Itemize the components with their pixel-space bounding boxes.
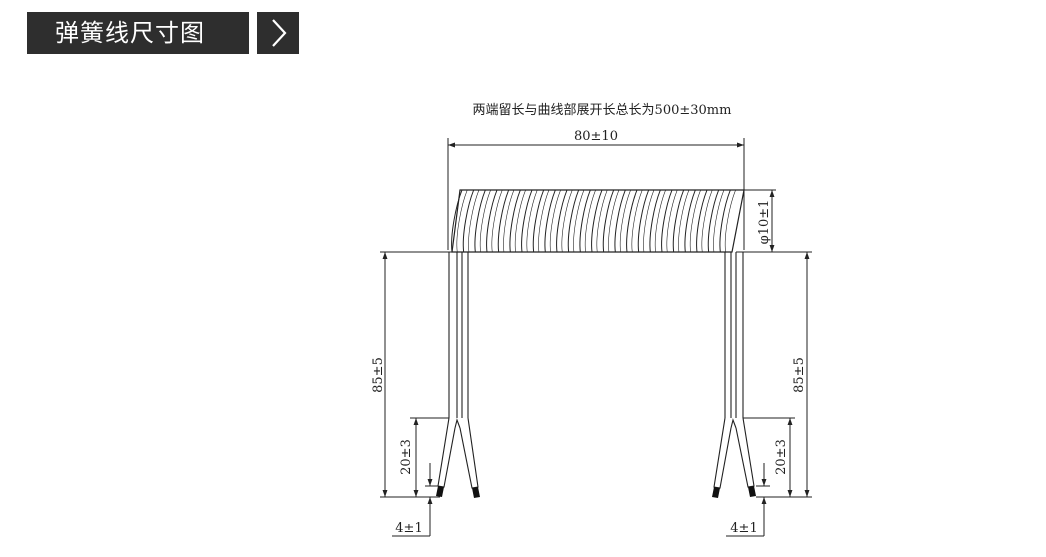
left-split-dimension — [410, 417, 449, 497]
coil-turn-edge — [549, 189, 561, 253]
coil-turn-edge — [713, 189, 725, 253]
coil-turn — [672, 189, 685, 253]
coil-turn — [614, 189, 626, 253]
coil-turn-edge — [724, 189, 736, 253]
coil-turn — [626, 189, 638, 253]
coil-turn-edge — [468, 189, 480, 253]
section-header: 弹簧线尺寸图 — [27, 12, 299, 54]
coil-diameter-label: φ10±1 — [757, 200, 772, 245]
coil-turn-edge — [479, 189, 491, 253]
coil-turn-edge — [456, 189, 468, 253]
coil-turn — [591, 189, 603, 253]
coil-turn — [637, 189, 650, 253]
coil-turn-edge — [538, 189, 550, 253]
coil-turn — [567, 189, 580, 253]
coil-turn — [602, 189, 615, 253]
coil-turn-edge — [561, 189, 573, 253]
coil-turn — [696, 189, 708, 253]
coil-turn-edge — [643, 189, 655, 253]
right-split-dimension — [743, 417, 795, 497]
right-split-label: 20±3 — [774, 439, 789, 475]
coil-turn-edge — [503, 189, 515, 253]
left-strip-dimension — [392, 463, 438, 537]
coil-length-dimension — [447, 138, 745, 250]
coil-turn — [509, 189, 521, 253]
coil-turn-edge — [689, 189, 701, 253]
coil-turn-edge — [631, 189, 643, 253]
coil-turn-edge — [666, 189, 678, 253]
right-lead-label: 85±5 — [792, 357, 807, 393]
coil-turn — [521, 189, 533, 253]
coil-turn-edge — [619, 189, 631, 253]
coil-turn-edge — [573, 189, 585, 253]
right-strip-label: 4±1 — [730, 521, 757, 536]
coil-length-label: 80±10 — [574, 129, 618, 144]
coil-turn — [497, 189, 510, 253]
left-split-label: 20±3 — [399, 439, 414, 475]
coil-turn-edge — [514, 189, 526, 253]
coil-turn-edge — [678, 189, 690, 253]
left-lead-wires — [437, 252, 479, 489]
coil-turn — [474, 189, 486, 253]
coil-turn — [544, 189, 556, 253]
coil-turn — [532, 189, 545, 253]
left-lead-label: 85±5 — [371, 357, 386, 393]
coil-turn-edge — [491, 189, 503, 253]
coil-turn — [579, 189, 591, 253]
coil-turn-edge — [701, 189, 713, 253]
length-note: 两端留长与曲线部展开长总长为500±30mm — [473, 103, 732, 118]
coil-turn — [486, 189, 498, 253]
right-stripped-ends — [712, 486, 756, 498]
coil-turn-edge — [584, 189, 596, 253]
coil-turn-edge — [596, 189, 608, 253]
coil-turn — [684, 189, 696, 253]
coil-turn — [462, 189, 475, 253]
chevron-right-icon — [272, 19, 287, 47]
coil-turn — [661, 189, 673, 253]
coil-turn — [451, 189, 463, 253]
coil-turn-edge — [654, 189, 666, 253]
coil-turn — [649, 189, 661, 253]
left-stripped-ends — [436, 486, 480, 498]
right-strip-dimension — [726, 463, 770, 537]
coil-turn — [556, 189, 568, 253]
left-strip-label: 4±1 — [395, 521, 422, 536]
coil-turn — [719, 189, 731, 253]
section-title: 弹簧线尺寸图 — [27, 12, 249, 54]
coil-body — [451, 189, 745, 253]
coil-turn — [707, 189, 720, 253]
coil-turn-edge — [608, 189, 620, 253]
coil-turn-edge — [526, 189, 538, 253]
next-button[interactable] — [257, 12, 299, 54]
right-lead-wires — [713, 252, 755, 489]
